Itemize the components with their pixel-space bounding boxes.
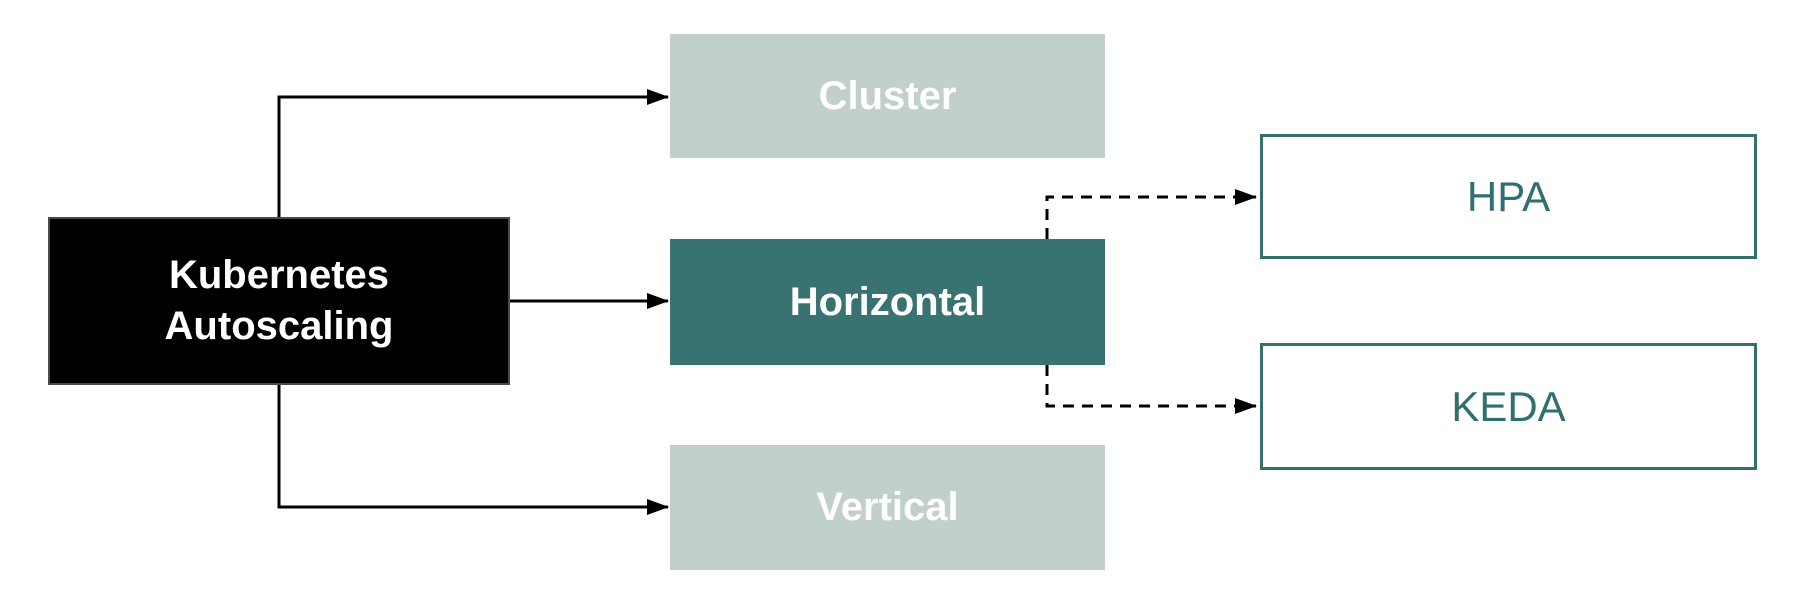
node-keda: KEDA [1260,343,1757,470]
edge-horizontal-to-hpa [1045,189,1257,239]
edge-horizontal-to-keda [1045,365,1257,414]
node-cluster-label: Cluster [818,73,957,118]
node-cluster: Cluster [670,34,1105,158]
node-kubernetes-autoscaling-label: Kubernetes Autoscaling [164,252,394,348]
node-kubernetes-autoscaling: Kubernetes Autoscaling [48,217,510,385]
node-horizontal-label: Horizontal [789,279,986,324]
edge-root-to-cluster [277,89,669,217]
edge-root-to-vertical [277,385,669,515]
node-hpa: HPA [1260,134,1757,259]
node-hpa-label: HPA [1466,172,1551,220]
node-vertical: Vertical [670,445,1105,570]
node-keda-label: KEDA [1451,382,1566,430]
node-horizontal: Horizontal [670,239,1105,365]
node-vertical-label: Vertical [816,485,959,529]
